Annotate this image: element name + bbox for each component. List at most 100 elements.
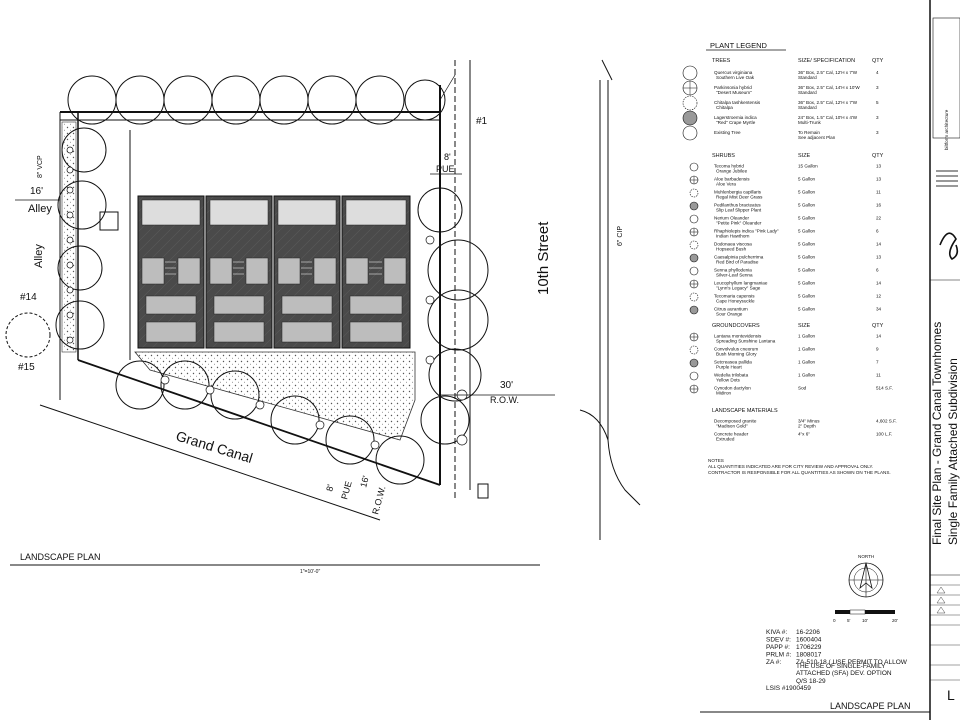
shrub-size: 5 Gallon [798, 190, 816, 195]
materials-header: LANDSCAPE MATERIALS [712, 408, 778, 414]
tree-spec: To Remain [798, 130, 820, 135]
shrub-qty: 13 [876, 164, 882, 169]
case-number-value: 16-2206 [796, 629, 820, 636]
material-qty: 100 L.F. [876, 432, 892, 437]
shrub-qty: 12 [876, 294, 882, 299]
tree-qty: 4 [876, 70, 879, 75]
row-sub-label: R.O.W. [490, 395, 519, 405]
scale-tick-10: 10' [862, 618, 868, 623]
townhome-buildings [137, 195, 411, 349]
shrub-qty: 14 [876, 281, 882, 286]
shrub-symbol-icon [689, 240, 699, 250]
tree-common-name: "Red" Crape Myrtle [716, 120, 756, 125]
tree-symbol-icon [682, 110, 698, 126]
shrub-botanical-name: Senna phyllodenia [714, 268, 752, 273]
signature-seal [939, 232, 959, 260]
shrub-size: 5 Gallon [798, 307, 816, 312]
tree-botanical-name: Existing Tree [714, 130, 741, 135]
shrub-botanical-name: Aloe barbadensis [714, 177, 750, 182]
za-line-1: THE USE OF SINGLE-FAMILY [796, 663, 886, 670]
lot-number-14: #14 [20, 292, 37, 303]
tree-common-name: Chitalpa [716, 105, 733, 110]
case-number-value: 1600404 [796, 637, 822, 644]
tree-common-name: "Desert Museum" [716, 90, 752, 95]
alley-dim-label: 16' [30, 186, 43, 197]
tree-symbol-icon [682, 95, 698, 111]
groundcover-size: 1 Gallon [798, 334, 816, 339]
groundcover-qty: 14 [876, 334, 882, 339]
shrub-common-name: Cape Honeysuckle [716, 299, 755, 304]
groundcover-botanical-name: Cynodon dactylon [714, 386, 751, 391]
shrub-size: 5 Gallon [798, 294, 816, 299]
cip-label: 6" CIP [617, 226, 624, 246]
scale-tick-0: 0 [833, 618, 836, 623]
material-size: 4"x 6" [798, 432, 810, 437]
shrub-qty: 13 [876, 255, 882, 260]
tree-symbol-icon [682, 80, 698, 96]
pue-label-bottom: PUE [339, 480, 353, 500]
shrub-symbol-icon [689, 188, 699, 198]
groundcover-botanical-name: Lantana montevidensis [714, 334, 762, 339]
groundcover-symbol-icon [689, 384, 699, 394]
tree-qty: 3 [876, 115, 879, 120]
za-line-2: ATTACHED (SFA) DEV. OPTION [796, 670, 892, 677]
shrub-symbol-icon [689, 227, 699, 237]
groundcovers-qty-header: QTY [872, 323, 884, 329]
shrub-size: 5 Gallon [798, 281, 816, 286]
shrub-botanical-name: Rhaphiolepis indica "Pink Lady" [714, 229, 779, 234]
case-number-value: 1808017 [796, 652, 822, 659]
material-sub: "Madison Gold" [716, 424, 748, 429]
case-number-label: ZA #: [766, 659, 781, 666]
groundcover-common-name: Bush Morning Glory [716, 352, 757, 357]
tree-botanical-name: Chitalpa tashkentensis [714, 100, 761, 105]
material-name: Decomposed granite [714, 419, 757, 424]
tree-spec: 24" Box, 1.5" Cal, 10'H x 4'W [798, 115, 858, 120]
shrub-symbol-icon [689, 292, 699, 302]
granite-area [134, 351, 416, 441]
case-number-label: SDEV #: [766, 637, 791, 644]
note-line-2: CONTRACTOR IS RESPONSIBLE FOR ALL QUANTI… [708, 470, 891, 475]
shrub-size: 5 Gallon [798, 216, 816, 221]
groundcover-symbol-icon [689, 345, 699, 355]
tree-qty: 3 [876, 130, 879, 135]
shrub-size: 5 Gallon [798, 229, 816, 234]
shrub-qty: 13 [876, 177, 882, 182]
dimension-lines [15, 74, 555, 396]
shrub-common-name: Indian Hawthorn [716, 234, 750, 239]
pue-dim-top: 8' [444, 152, 451, 162]
legend-title: PLANT LEGEND [710, 41, 768, 50]
row-diag-dim: 16' [358, 474, 371, 488]
tree-spec: 36" Box, 2.5" Cal, 12'H x 7'W [798, 100, 858, 105]
sheet-sub-title: Single Family Attached Subdivision [946, 358, 960, 545]
note-line-1: ALL QUANTITIES INDICATED ARE FOR CITY RE… [708, 464, 873, 469]
shrubs-header: SHRUBS [712, 153, 735, 159]
tree-botanical-name: Lagerstroemia indica [714, 115, 757, 120]
shrub-common-name: Red Bird of Paradise [716, 260, 759, 265]
shrub-symbol-icon [689, 253, 699, 263]
trees-spec-header: SIZE/ SPECIFICATION [798, 58, 855, 64]
shrub-common-name: Aloe Vera [716, 182, 736, 187]
groundcover-qty: 514 S.F. [876, 386, 893, 391]
firm-name: biltform architecture [944, 109, 949, 150]
groundcover-common-name: Spreading Sunshine Lantana [716, 339, 776, 344]
alley-label-side: Alley [33, 244, 45, 268]
groundcover-size: 1 Gallon [798, 373, 816, 378]
material-size-sub: 2" Depth [798, 424, 816, 429]
alley-label-top: Alley [28, 203, 52, 215]
shrub-botanical-name: Pedilanthus bracteatus [714, 203, 761, 208]
footer-title: LANDSCAPE PLAN [830, 701, 911, 711]
shrub-qty: 34 [876, 307, 882, 312]
shrub-common-name: Regal Mist Deer Grass [716, 195, 763, 200]
plant-legend: PLANT LEGEND TREES SIZE/ SPECIFICATION Q… [682, 41, 897, 475]
groundcover-qty: 11 [876, 373, 881, 378]
pue-label-top: PUE [436, 164, 455, 174]
shrub-botanical-name: Muhlenbergia capillaris [714, 190, 762, 195]
trees-header: TREES [712, 58, 731, 64]
groundcover-botanical-name: Convolvulus cneorum [714, 347, 758, 352]
pue-dim-bottom: 8' [324, 483, 335, 492]
shrub-symbol-icon [689, 266, 699, 276]
shrub-symbol-icon [689, 162, 699, 172]
shrub-botanical-name: Caesalpinia pulcherrima [714, 255, 764, 260]
materials-list: Decomposed granite"Madison Gold"3/4" Min… [714, 419, 897, 442]
